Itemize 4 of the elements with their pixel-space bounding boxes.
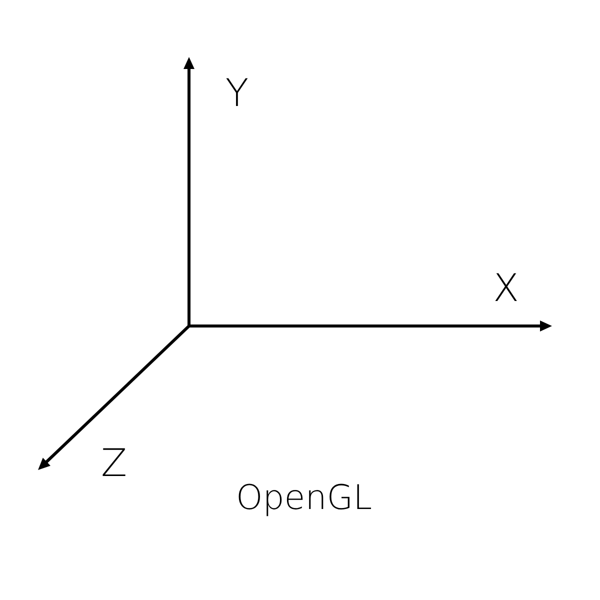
axis-label: Y <box>225 74 249 112</box>
axis-label: Z <box>100 444 128 482</box>
axis-label: X <box>492 269 520 307</box>
caption: OpenGL <box>236 481 372 515</box>
